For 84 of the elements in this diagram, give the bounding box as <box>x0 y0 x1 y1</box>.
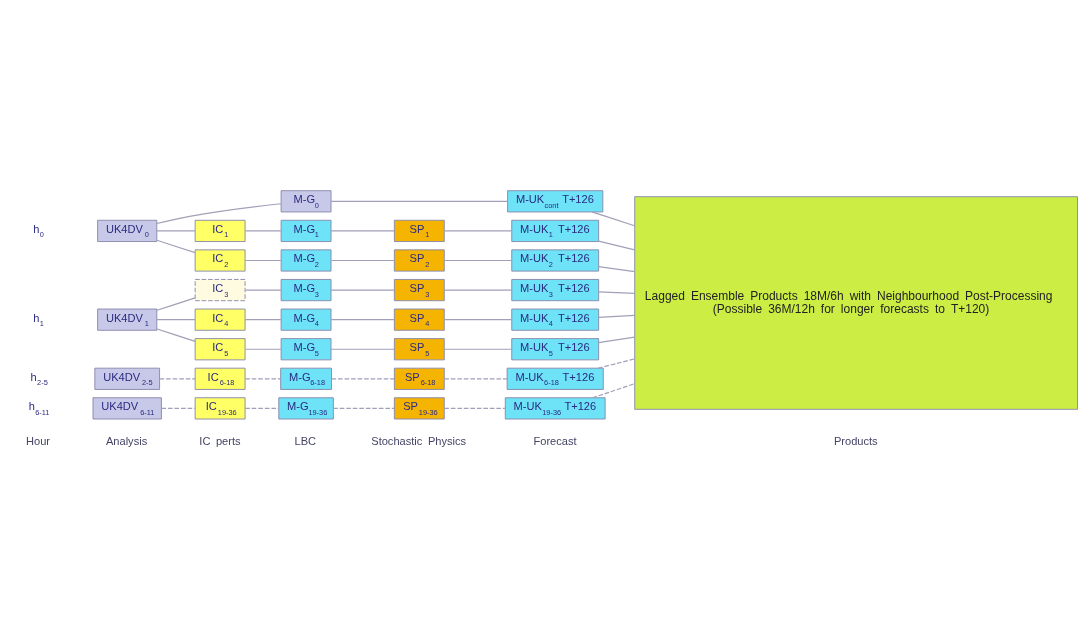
label: Analysis <box>105 434 148 447</box>
label: Hour <box>25 434 50 447</box>
connector <box>443 348 513 350</box>
connector <box>330 259 395 261</box>
connector <box>331 377 395 379</box>
connector <box>156 318 196 320</box>
connector <box>156 296 196 311</box>
connector <box>244 407 280 409</box>
connector <box>156 202 282 224</box>
node-box: M-UK$_{19-36}$ T+126 <box>504 396 606 419</box>
connector <box>244 318 282 320</box>
connector <box>598 265 636 272</box>
node-box: IC$_{19-36}$ <box>194 396 246 419</box>
connector <box>443 407 506 409</box>
connector <box>443 377 508 379</box>
label: Products <box>833 434 878 447</box>
node-box: M-UK$_{1}$ T+126 <box>511 219 600 242</box>
node-box: M-G$_{19-36}$ <box>278 396 334 419</box>
node-box: M-UK$_{cont}$ T+126 <box>507 189 604 212</box>
node-box: M-G$_{3}$ <box>280 278 332 301</box>
connector <box>156 229 196 231</box>
node-box: IC$_{1}$ <box>194 219 246 242</box>
node-box: M-G$_{4}$ <box>280 308 332 331</box>
node-box: IC$_{2}$ <box>194 248 246 272</box>
node-box: SP$_{19-36}$ <box>393 396 445 419</box>
connector <box>160 407 196 409</box>
connector <box>244 348 282 350</box>
connector <box>598 240 636 250</box>
node-box: UK4DV$_{6-11}$ <box>92 396 162 419</box>
connector <box>156 239 196 253</box>
connector <box>159 377 196 379</box>
node-box: M-UK$_{3}$ T+126 <box>511 278 600 301</box>
label: h$_{1}$ <box>33 311 44 328</box>
connector <box>591 210 636 226</box>
node-box: M-G$_{0}$ <box>280 189 332 212</box>
connector <box>244 259 282 261</box>
connector <box>443 288 513 291</box>
connector <box>330 200 509 202</box>
connector <box>597 357 636 369</box>
label: Stochastic Physics <box>371 434 467 447</box>
label: IC perts <box>199 434 241 447</box>
connector <box>330 288 395 291</box>
node-box: SP$_{2}$ <box>393 248 445 272</box>
node-box: M-G$_{5}$ <box>280 337 332 360</box>
node-box: SP$_{4}$ <box>393 308 445 331</box>
connector <box>244 377 282 379</box>
node-box: Lagged Ensemble Products 18M/6h with Neighbourhood Post-Processing (Possible 36M/12h for longer forecasts to T+120) <box>634 195 1078 410</box>
node-box: M-UK$_{4}$ T+126 <box>511 308 600 331</box>
node-box: M-G$_{6-18}$ <box>280 367 332 390</box>
node-box: SP$_{3}$ <box>393 278 445 301</box>
label: LBC <box>294 434 317 447</box>
connector <box>443 229 513 231</box>
connector <box>598 314 636 318</box>
connector <box>598 290 636 294</box>
node-box: M-G$_{1}$ <box>280 219 332 242</box>
connector <box>443 259 513 261</box>
label: h$_{2-5}$ <box>30 370 48 387</box>
node-box: M-UK$_{5}$ T+126 <box>511 337 600 360</box>
connector <box>443 318 513 320</box>
connector <box>156 327 196 342</box>
node-box: SP$_{1}$ <box>393 219 445 242</box>
node-box: UK4DV$_{2-5}$ <box>94 367 160 390</box>
label: h$_{0}$ <box>33 222 44 239</box>
connector <box>598 336 636 343</box>
node-box: IC$_{4}$ <box>194 308 246 331</box>
connector <box>244 288 282 291</box>
node-box: SP$_{5}$ <box>393 337 445 360</box>
connector <box>244 229 282 231</box>
connector <box>330 318 395 320</box>
node-box: M-G$_{2}$ <box>280 248 332 272</box>
node-box: SP$_{6-18}$ <box>393 367 445 390</box>
node-box: M-UK$_{2}$ T+126 <box>511 248 600 272</box>
node-box: M-UK$_{6-18}$ T+126 <box>506 367 604 390</box>
node-box: IC$_{3}$ <box>194 278 246 301</box>
connector <box>330 229 395 231</box>
connector <box>591 382 636 398</box>
connector <box>330 348 395 350</box>
node-box: IC$_{6-18}$ <box>194 367 246 390</box>
connector <box>332 407 395 409</box>
node-box: IC$_{5}$ <box>194 337 246 360</box>
node-box: UK4DV$_{0}$ <box>97 219 158 242</box>
label: h$_{6-11}$ <box>28 399 50 417</box>
node-box: UK4DV$_{1}$ <box>97 308 158 331</box>
label: Forecast <box>533 434 577 447</box>
